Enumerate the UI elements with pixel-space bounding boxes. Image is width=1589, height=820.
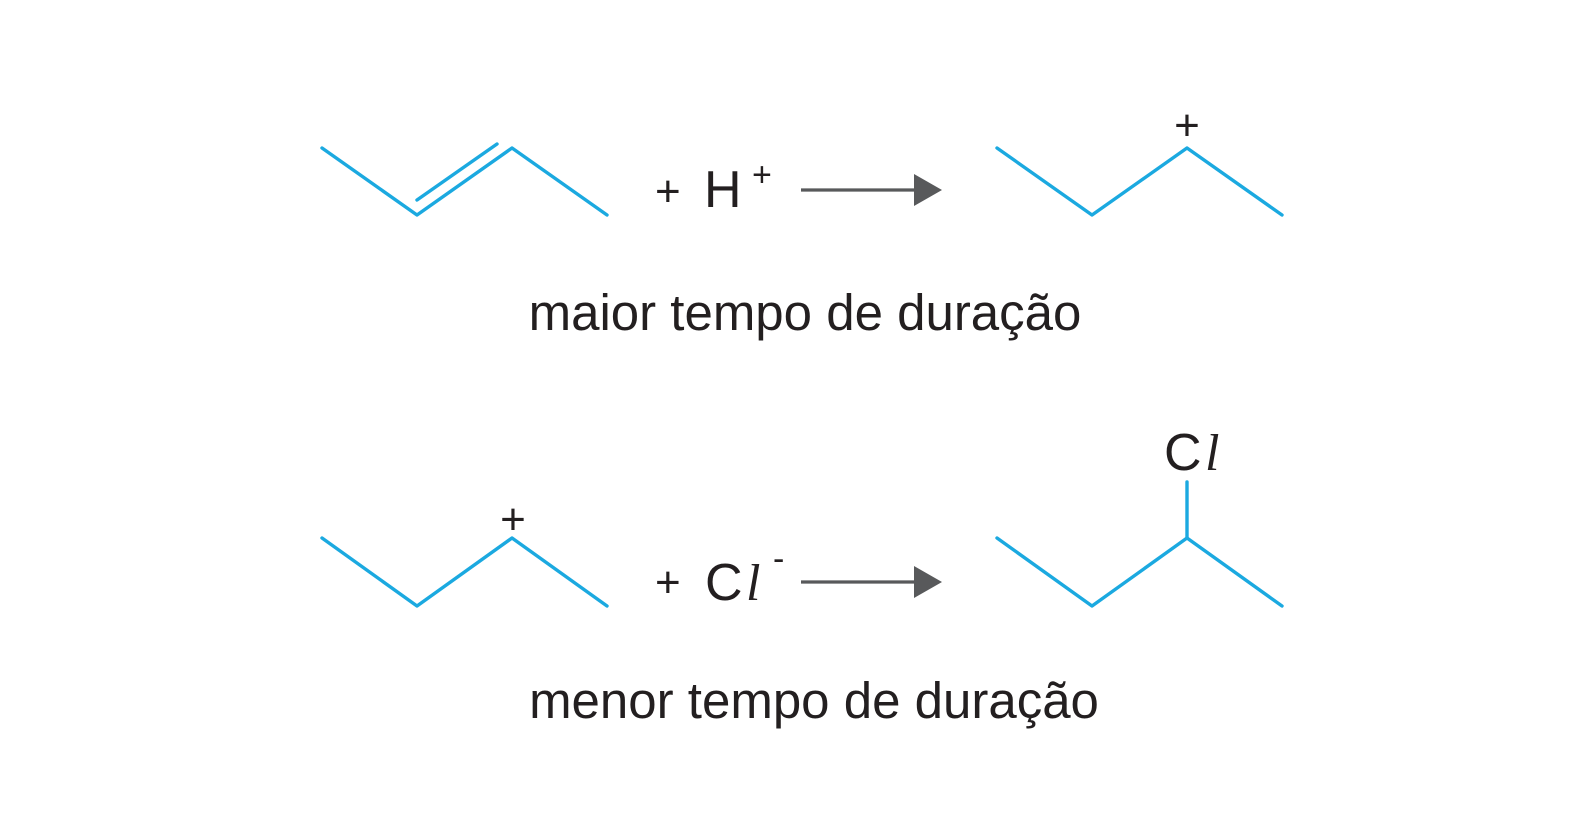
arrow-head: [914, 174, 942, 206]
chloroalkane-product: C l: [995, 424, 1284, 608]
reagent-chloride-l: l: [746, 555, 760, 612]
chloroalkane-skeleton-bond: [995, 536, 1284, 608]
reagent-chloride-charge: -: [773, 540, 784, 578]
carbocation-reactant: +: [320, 495, 609, 608]
carbocation-charge: +: [1174, 101, 1200, 150]
alkene-skeleton-bond: [320, 146, 609, 217]
reagent-hydrogen-charge: +: [752, 156, 772, 194]
alkene-molecule: [320, 142, 609, 217]
chlorine-substituent-l: l: [1205, 425, 1219, 482]
carbocation-skeleton-bond: [995, 146, 1284, 217]
caption-longer-duration: maior tempo de duração: [529, 284, 1082, 341]
reagent-plus-sign-2: +: [655, 558, 681, 607]
reagent-plus-sign: +: [655, 167, 681, 216]
reaction-2: + + C l - C l menor tempo de duração: [320, 424, 1284, 729]
reaction-arrow-1: [801, 174, 942, 206]
double-bond-line: [415, 142, 499, 202]
carbocation-reactant-charge: +: [500, 495, 526, 544]
carbocation-product: +: [995, 101, 1284, 217]
reaction-1: + H + + maior tempo de duração: [320, 101, 1284, 341]
arrow-head-2: [914, 566, 942, 598]
reagent-hydrogen-symbol: H: [704, 161, 742, 219]
reagent-chloride-c: C: [705, 554, 743, 612]
chlorine-substituent-c: C: [1164, 424, 1202, 482]
reaction-arrow-2: [801, 566, 942, 598]
carbocation-reactant-skeleton-bond: [320, 536, 609, 608]
caption-shorter-duration: menor tempo de duração: [529, 672, 1099, 729]
